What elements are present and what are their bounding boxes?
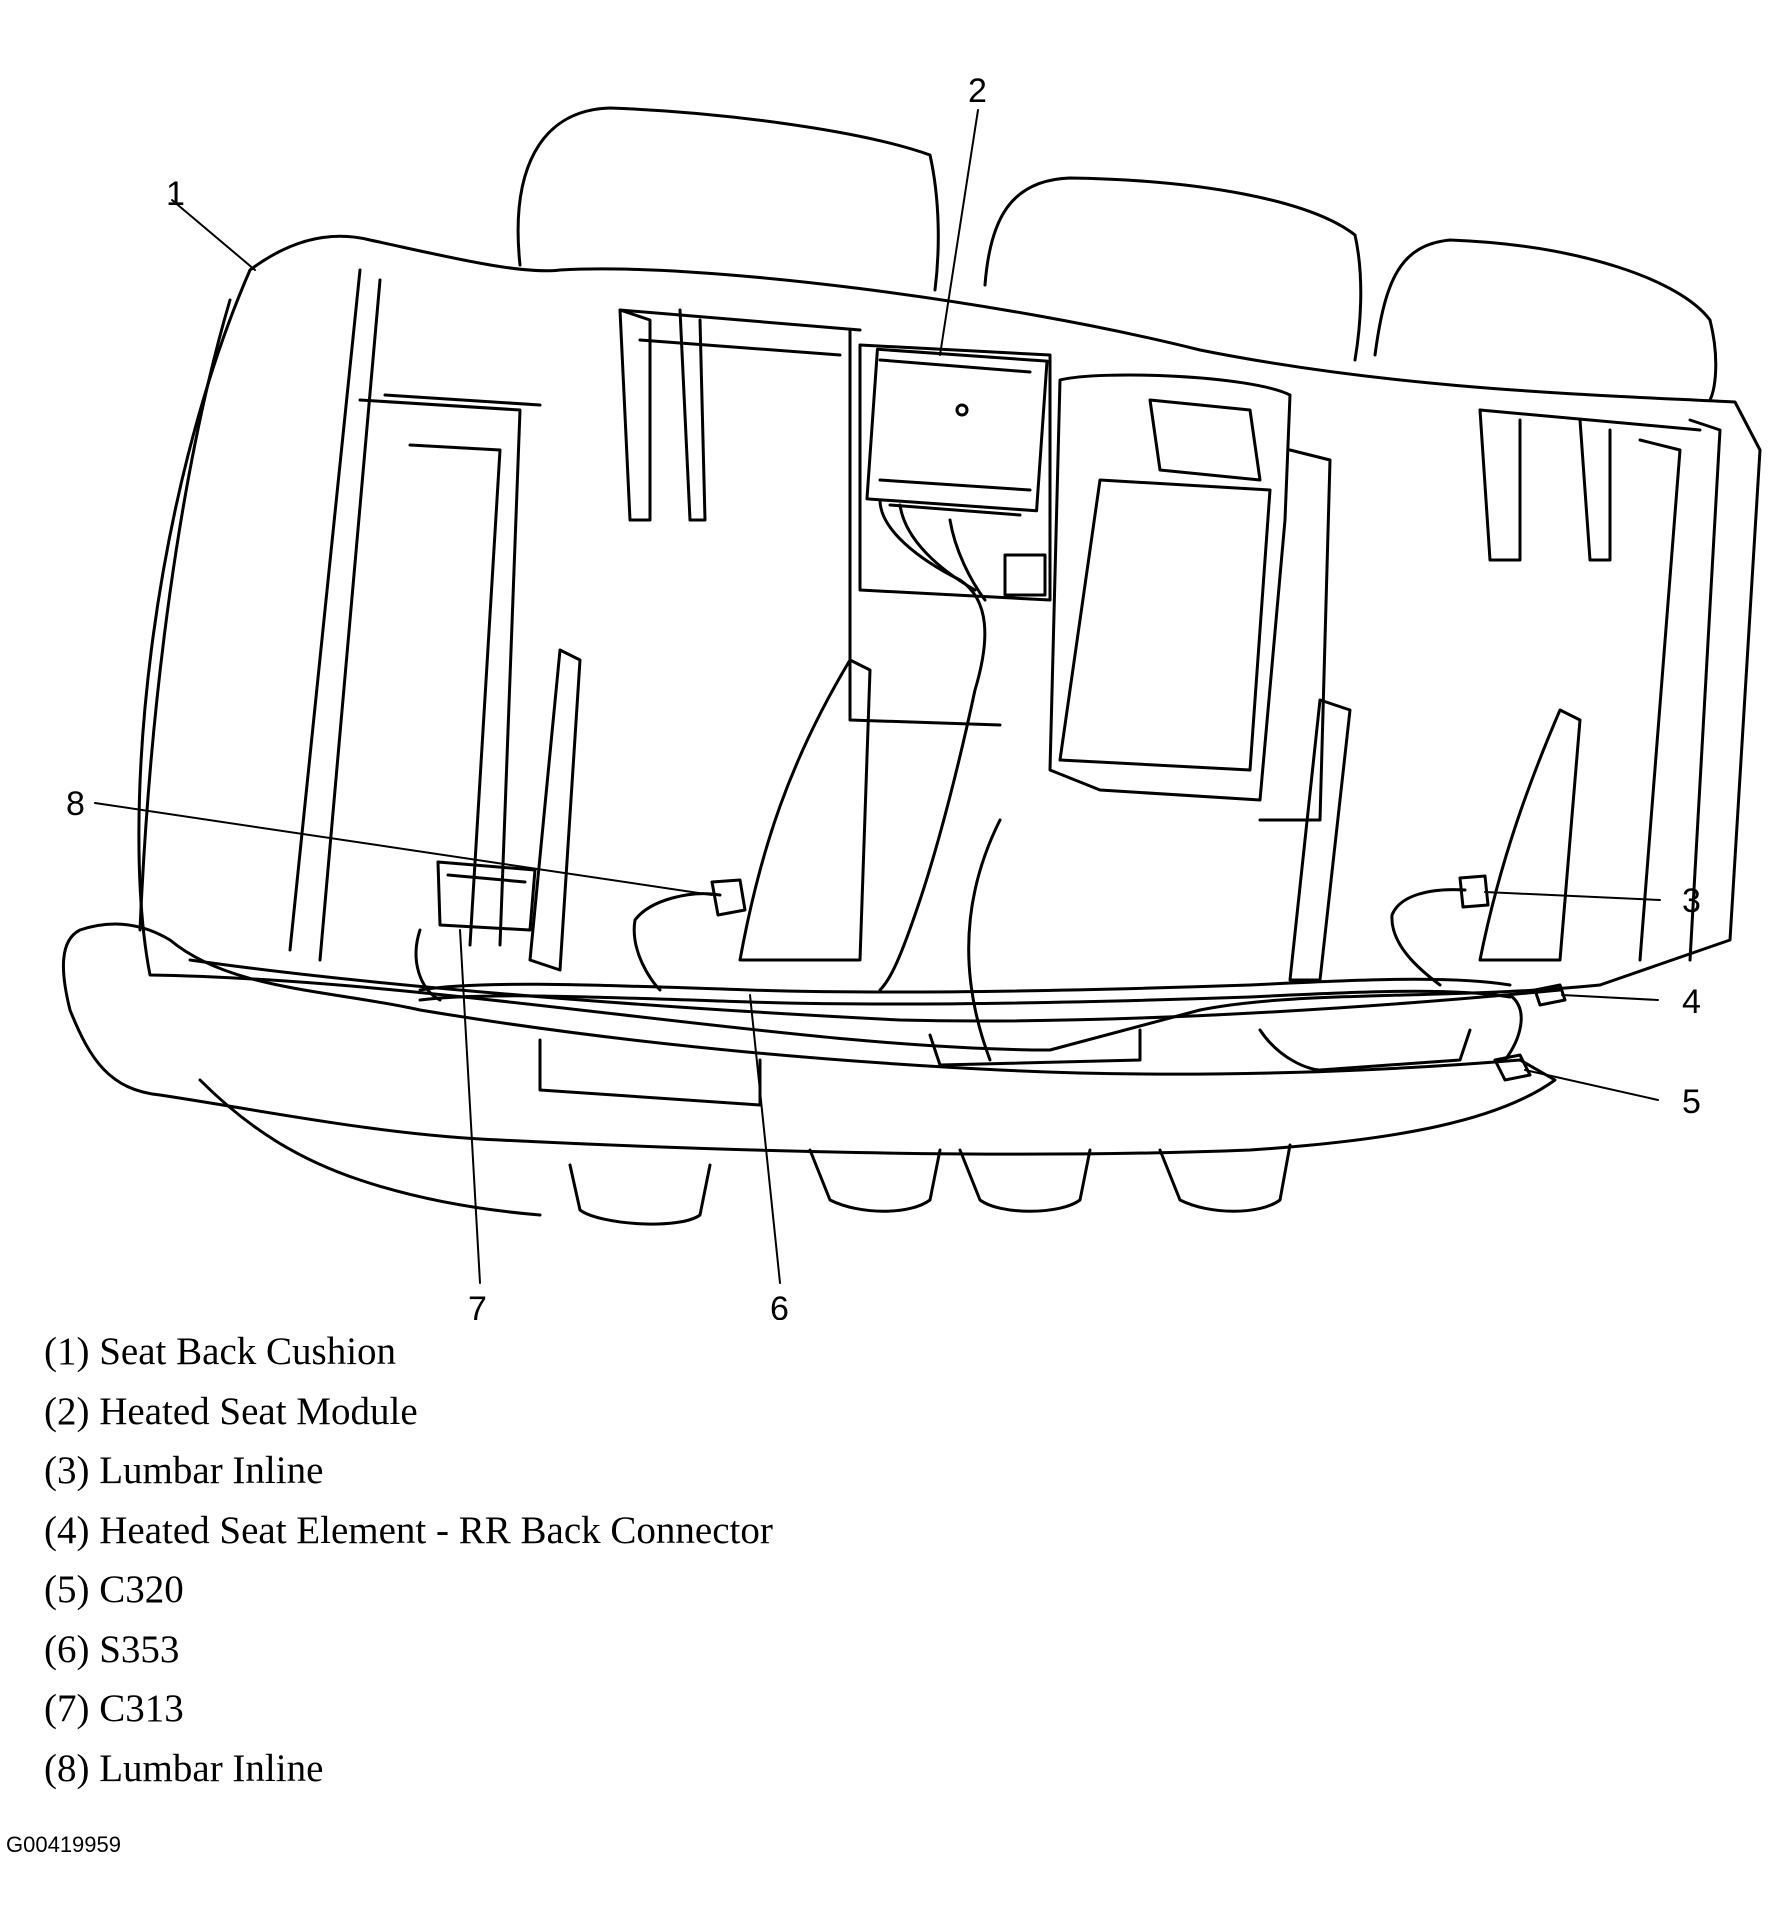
callout-6: 6	[770, 1290, 789, 1320]
center-panel	[1048, 373, 1292, 802]
leader-7	[459, 929, 481, 1284]
legend-item: (4) Heated Seat Element - RR Back Connec…	[44, 1508, 773, 1552]
callout-1: 1	[166, 175, 185, 213]
headrest-center	[983, 176, 1363, 362]
legend-item: (7) C313	[44, 1687, 184, 1730]
callout-4: 4	[1682, 983, 1701, 1021]
seat-back-shell	[137, 234, 1762, 1052]
callout-8: 8	[66, 785, 85, 823]
legend-item: (6) S353	[44, 1627, 180, 1671]
callout-5: 5	[1682, 1083, 1701, 1121]
legend-item: (1) Seat Back Cushion	[44, 1330, 397, 1373]
c313-connector	[436, 860, 537, 932]
legend-item: (8) Lumbar Inline	[44, 1746, 324, 1790]
c320-connector	[1493, 1053, 1532, 1082]
seat-base	[61, 922, 1557, 1156]
legend-item: (2) Heated Seat Module	[44, 1389, 418, 1433]
leader-2	[939, 109, 979, 356]
headrest-left	[516, 106, 940, 292]
module-harness	[878, 498, 987, 992]
legend-item: (3) Lumbar Inline	[44, 1449, 324, 1492]
heated-seat-module	[865, 347, 1049, 513]
seat-back-wiring-diagram: 1 2 3 4 5 6 7 8	[61, 72, 1762, 1320]
leader-1	[171, 199, 256, 271]
headrest-right	[1373, 238, 1718, 402]
legend-list: (1) Seat Back Cushion (2) Heated Seat Mo…	[44, 1322, 773, 1798]
lumbar-inline-left-connector	[710, 878, 747, 917]
leader-5	[1524, 1069, 1659, 1101]
callout-3: 3	[1682, 882, 1701, 920]
leader-6	[749, 994, 781, 1284]
lumbar-inline-right-connector	[1458, 874, 1490, 909]
callout-7: 7	[468, 1290, 487, 1320]
leader-8	[94, 802, 713, 896]
figure-id: G00419959	[6, 1832, 121, 1857]
callout-2: 2	[968, 72, 987, 110]
rr-back-connector	[1533, 983, 1567, 1007]
legend-item: (5) C320	[44, 1568, 184, 1611]
main-harness	[418, 977, 1512, 994]
leader-3	[1484, 891, 1661, 901]
seat-back-inner-edge	[138, 298, 232, 932]
leader-4	[1561, 994, 1659, 1001]
